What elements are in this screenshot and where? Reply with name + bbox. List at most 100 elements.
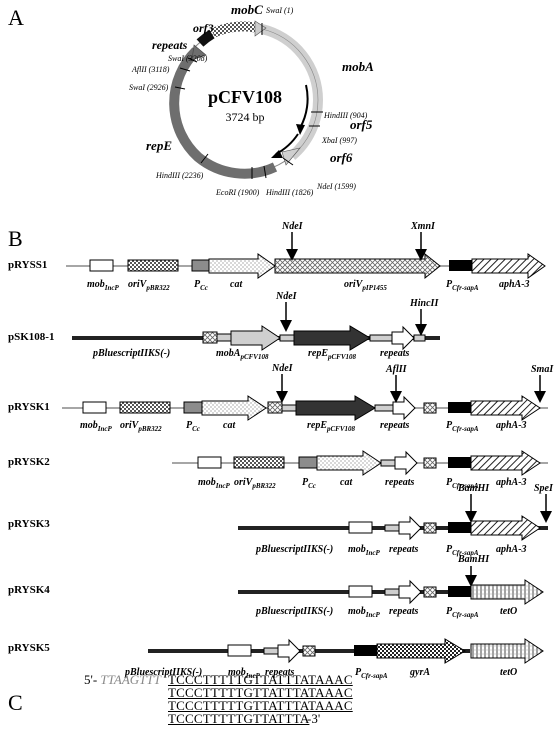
lbl-oripip: oriVpIP1455 <box>344 279 387 292</box>
lbl-cat-1: cat <box>230 279 243 290</box>
enzyme-ndeI-2: NdeI <box>275 291 298 302</box>
tetO-arrow-6 <box>470 579 544 605</box>
panel-label-a: A <box>8 5 24 30</box>
site-nde1599: NdeI (1599) <box>316 182 356 191</box>
mobA-arrow <box>230 325 281 351</box>
label-repE: repE <box>146 138 172 153</box>
enzyme-bamHI-5: BamHI <box>457 483 490 494</box>
site-swa1: SwaI (1) <box>266 6 294 15</box>
pcfr-box <box>449 260 472 271</box>
construct-name-3: pRYSK1 <box>8 401 50 413</box>
label-orf6: orf6 <box>330 150 353 165</box>
lbl-mob-6: mobIncP <box>348 606 381 619</box>
lbl-mobA: mobApCFV108 <box>216 348 269 361</box>
lbl-pcc-3: PCc <box>186 420 200 433</box>
panel-label-c: C <box>8 690 23 715</box>
lbl-tetO-7: tetO <box>500 667 517 678</box>
pcc-box <box>191 259 210 272</box>
lbl-pcfr-1: PCfr-sapA <box>446 279 479 292</box>
construct-row-1: NdeI XmnI mobIncP oriVpBR322 PCc cat ori… <box>66 221 546 292</box>
repeat-line-2: TCCCTTTTTGTTATTTATAAAC <box>168 685 353 700</box>
label-mobA: mobA <box>342 59 374 74</box>
lbl-bluescript-2: pBluescriptIIKS(-) <box>92 348 170 359</box>
xbox-2 <box>202 331 218 344</box>
oripip-arrow <box>274 252 441 280</box>
construct-name-5: pRYSK3 <box>8 518 50 530</box>
site-eco1900: EcoRI (1900) <box>215 188 260 197</box>
lbl-repeats-4: repeats <box>385 477 415 488</box>
orf5-arrow <box>299 84 309 129</box>
lbl-tetO-6: tetO <box>500 606 517 617</box>
site-swa3208: SwaI (3208) <box>168 54 208 63</box>
lbl-pcfr-5: PCfr-sapA <box>446 544 479 557</box>
lbl-pcfr-4: PCfr-sapA <box>446 477 479 490</box>
lbl-cat-4: cat <box>340 477 353 488</box>
lbl-cat-3: cat <box>223 420 236 431</box>
lbl-mob-7: mobIncP <box>228 667 261 680</box>
lbl-apha-3: aphA-3 <box>496 420 527 431</box>
lbl-pcfr-3: PCfr-sapA <box>446 420 479 433</box>
lbl-ori-3: oriVpBR322 <box>120 420 162 433</box>
enzyme-ndeI-3: NdeI <box>271 363 294 374</box>
prefix-label: 5'- <box>84 672 98 687</box>
lbl-bluescript-7: pBluescriptIIKS(-) <box>124 667 202 678</box>
lbl-apha-5: aphA-3 <box>496 544 527 555</box>
site-hind904: HindIII (904) <box>323 111 368 120</box>
enzyme-smaI: SmaI <box>531 364 554 375</box>
lbl-mob-1: mobIncP <box>87 279 120 292</box>
lbl-apha-4: aphA-3 <box>496 477 527 488</box>
construct-row-5: BamHI SpeI pBluescriptIIKS(-) mobIncP re… <box>238 483 554 557</box>
construct-name-4: pRYSK2 <box>8 456 50 468</box>
enzyme-aflII: AflII <box>385 364 408 375</box>
lbl-pcfr-6: PCfr-sapA <box>446 606 479 619</box>
repeat-line-3: TCCCTTTTTGTTATTTATAAAC <box>168 698 353 713</box>
lbl-pcc-1: PCc <box>194 279 208 292</box>
plasmid-name: pCFV108 <box>208 87 282 107</box>
lbl-repE-3: repEpCFV108 <box>307 420 356 433</box>
prefix-seq: TTAAGTTT <box>100 672 161 687</box>
enzyme-hincII: HincII <box>409 298 439 309</box>
enzyme-ndeI-1: NdeI <box>281 221 304 232</box>
label-orf3: orf3 <box>193 21 214 35</box>
lbl-mob-4: mobIncP <box>198 477 231 490</box>
construct-row-3: NdeI AflII SmaI mobIncP oriVpBR322 PCc c… <box>62 363 554 433</box>
mob-box <box>89 259 114 272</box>
lbl-ori-1: oriVpBR322 <box>128 279 170 292</box>
lbl-mob-5: mobIncP <box>348 544 381 557</box>
lbl-repeats-7: repeats <box>265 667 295 678</box>
plasmid-map: pCFV108 3724 bp mobC mobA orf5 orf6 repE… <box>129 2 374 197</box>
label-orf5: orf5 <box>350 117 373 132</box>
lbl-apha-1: aphA-3 <box>499 279 530 290</box>
construct-name-7: pRYSK5 <box>8 642 50 654</box>
tetO-arrow-7 <box>470 638 544 664</box>
repeats-arrow-2 <box>391 325 415 351</box>
panel-label-b: B <box>8 226 23 251</box>
label-mobC: mobC <box>231 2 263 17</box>
cat-arrow <box>208 253 276 279</box>
lbl-pcc-4: PCc <box>302 477 316 490</box>
repeat-line-1: TCCCTTTTTGTTATTTATAAAC <box>168 672 353 687</box>
lbl-repeats-5: repeats <box>389 544 419 555</box>
orf3-arc <box>196 29 215 47</box>
construct-row-6: BamHI pBluescriptIIKS(-) mobIncP repeats… <box>238 554 544 619</box>
apha-arrow <box>471 253 546 279</box>
lbl-pcfr-7: PCfr-sapA <box>355 667 388 680</box>
mobC-arc <box>210 21 260 38</box>
site-hind2236: HindIII (2236) <box>155 171 204 180</box>
site-swa2926: SwaI (2926) <box>129 83 169 92</box>
plasmid-size: 3724 bp <box>226 110 265 124</box>
site-hind1826: HindIII (1826) <box>265 188 314 197</box>
construct-name-6: pRYSK4 <box>8 584 50 596</box>
enzyme-bamHI-6: BamHI <box>457 554 490 565</box>
repeat-line-4: TCCCTTTTTGTTATTTA <box>168 711 310 726</box>
repE-arrow <box>293 325 371 351</box>
construct-row-4: mobIncP oriVpBR322 PCc cat repeats PCfr-… <box>172 450 548 490</box>
label-repeats: repeats <box>152 38 188 52</box>
repE-arc <box>169 47 278 179</box>
construct-name-1: pRYSS1 <box>8 259 47 271</box>
lbl-repeats-3: repeats <box>380 420 410 431</box>
lbl-gyrA: gyrA <box>409 667 430 678</box>
lbl-bluescript-5: pBluescriptIIKS(-) <box>255 544 333 555</box>
construct-name-2: pSK108-1 <box>8 331 54 343</box>
ori-box <box>127 259 179 272</box>
